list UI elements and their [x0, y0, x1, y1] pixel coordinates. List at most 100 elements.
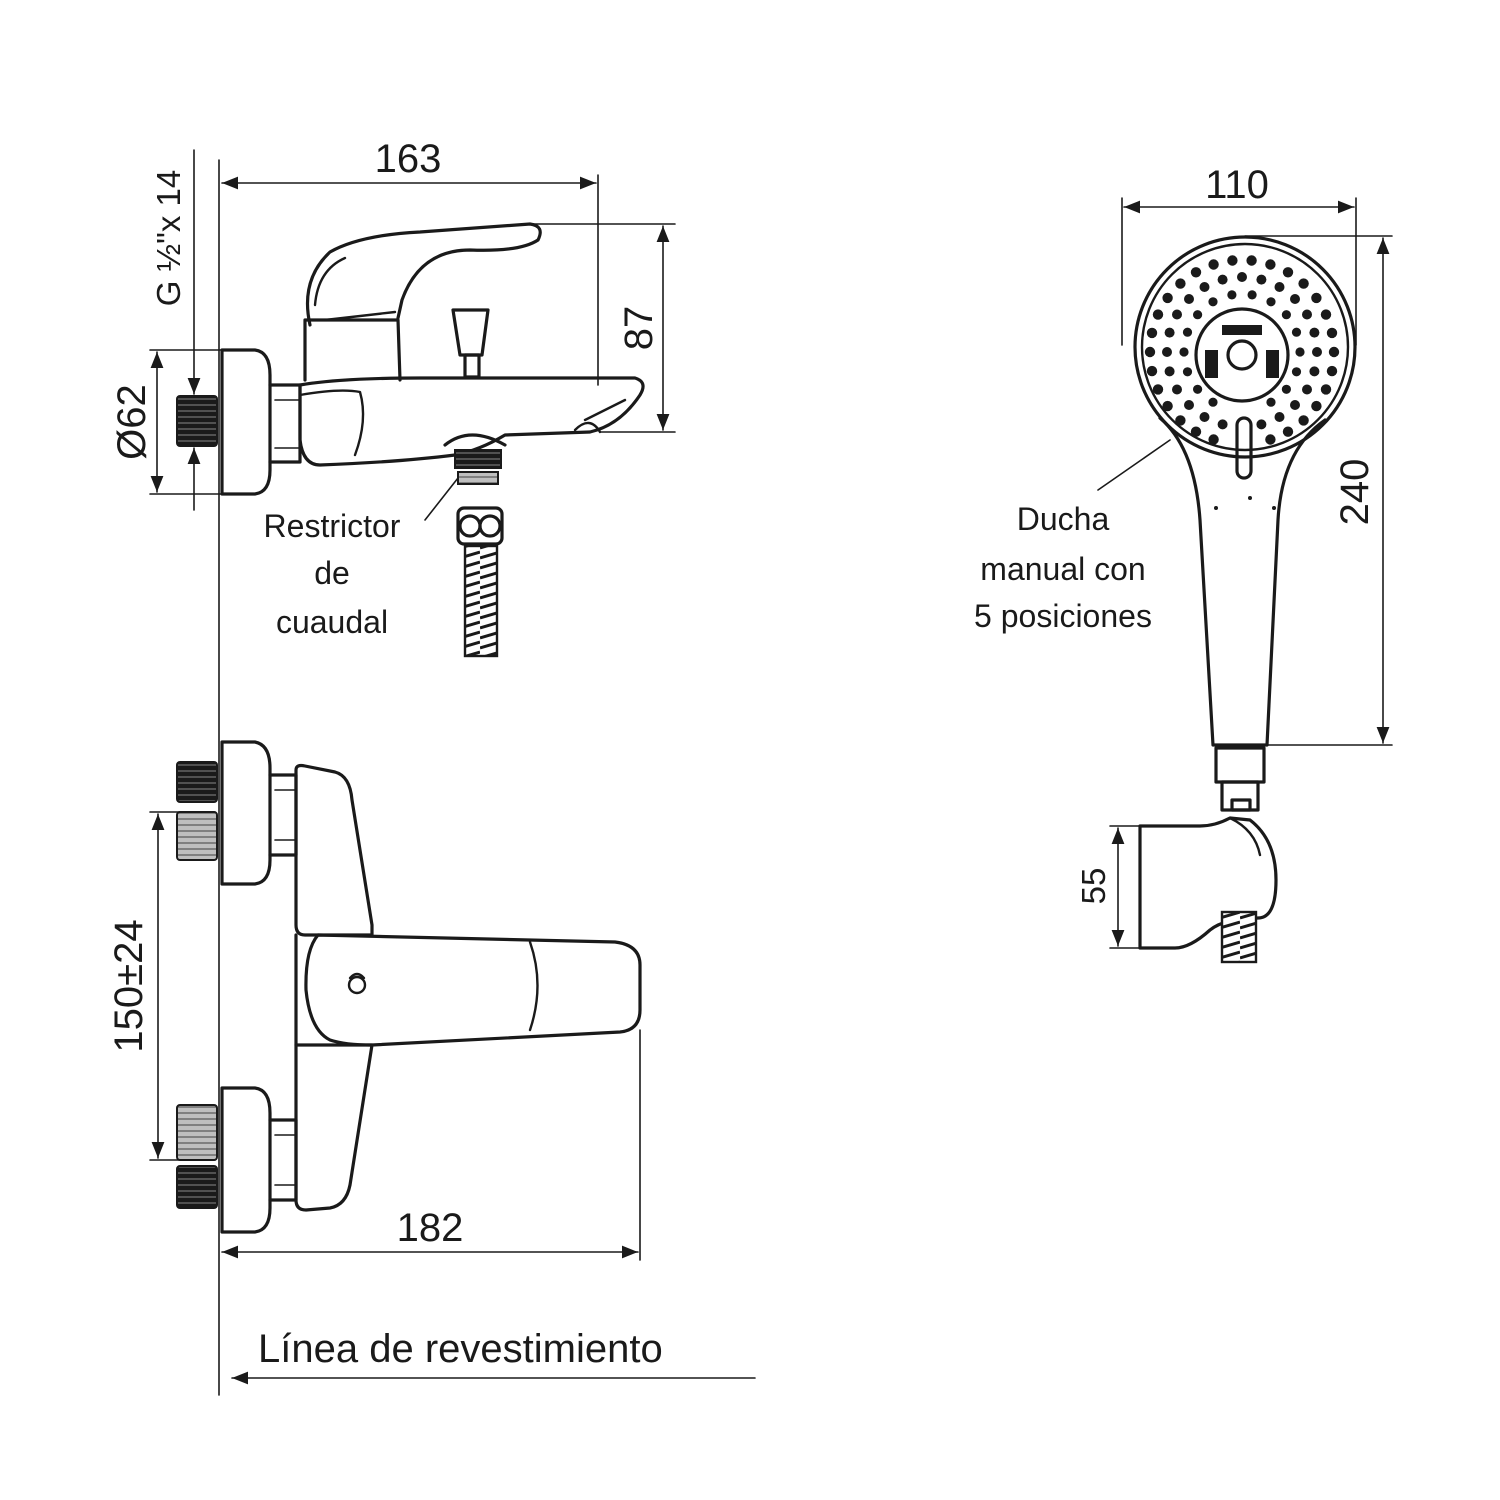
nozzle-dot — [1320, 384, 1332, 395]
hand-shower — [1097, 235, 1357, 964]
nozzle-dot — [1190, 426, 1202, 437]
dim-240-label: 240 — [1333, 459, 1377, 526]
dim-diameter: Ø62 — [110, 349, 223, 495]
shower-nozzles — [1144, 255, 1340, 445]
dim-thread: G ½"x 14 — [150, 149, 201, 511]
dim-163: 163 — [221, 137, 599, 386]
nozzle-dot — [1274, 282, 1285, 292]
nozzle-dot — [1302, 384, 1312, 395]
nozzle-dot — [1184, 400, 1194, 410]
svg-text:cuaudal: cuaudal — [276, 604, 388, 640]
nozzle-dot — [1290, 294, 1300, 304]
nozzle-dot — [1291, 367, 1302, 377]
shower-label: Ducha manual con 5 posiciones — [974, 501, 1152, 634]
nozzle-dot — [1290, 400, 1300, 410]
nozzle-dot — [1190, 267, 1202, 278]
nozzle-dot — [1144, 346, 1156, 358]
dim-55-label: 55 — [1075, 868, 1112, 905]
nozzle-dot — [1237, 272, 1247, 282]
nozzle-dot — [1266, 297, 1276, 307]
nozzle-dot — [1175, 415, 1186, 426]
nozzle-dot — [1256, 419, 1267, 430]
nozzle-dot — [1208, 297, 1218, 307]
dim-110-label: 110 — [1205, 163, 1269, 207]
svg-text:de: de — [314, 555, 350, 591]
nozzle-dot — [1172, 384, 1182, 395]
nozzle-dot — [1199, 282, 1210, 292]
nozzle-dot — [1208, 397, 1218, 407]
nozzle-dot — [1298, 415, 1309, 426]
nozzle-dot — [1152, 384, 1164, 395]
nozzle-dot — [1184, 294, 1194, 304]
nozzle-dot — [1227, 290, 1237, 300]
mixer-front-view — [176, 740, 642, 1234]
dim-110: 110 — [1121, 163, 1357, 346]
dim-182: 182 — [221, 1029, 641, 1261]
nozzle-dot — [1162, 400, 1173, 412]
dim-150-label: 150±24 — [107, 919, 151, 1052]
nozzle-dot — [1309, 327, 1320, 338]
dim-163-label: 163 — [375, 137, 442, 181]
nozzle-dot — [1328, 346, 1340, 358]
nozzle-dot — [1162, 292, 1173, 304]
nozzle-dot — [1282, 426, 1294, 437]
dim-thread-label: G ½"x 14 — [150, 170, 187, 306]
svg-text:5 posiciones: 5 posiciones — [974, 598, 1152, 634]
nozzle-dot — [1256, 274, 1267, 285]
nozzle-dot — [1266, 397, 1276, 407]
nozzle-dot — [1265, 259, 1276, 270]
nozzle-dot — [1311, 400, 1322, 412]
nozzle-dot — [1291, 327, 1302, 337]
nozzle-dot — [1217, 274, 1228, 285]
dim-87-label: 87 — [617, 306, 661, 351]
nozzle-dot — [1326, 365, 1338, 377]
svg-text:Restrictor: Restrictor — [264, 508, 401, 544]
nozzle-dot — [1295, 347, 1305, 357]
svg-text:Línea de revestimiento: Línea de revestimiento — [258, 1327, 663, 1371]
nozzle-dot — [1193, 310, 1203, 320]
nozzle-dot — [1282, 267, 1294, 278]
mixer-side-view — [176, 222, 645, 658]
nozzle-dot — [1246, 255, 1257, 266]
nozzle-dot — [1227, 255, 1238, 266]
nozzle-dot — [1265, 434, 1276, 445]
nozzle-dot — [1326, 327, 1338, 339]
nozzle-dot — [1199, 412, 1210, 422]
nozzle-dot — [1208, 434, 1219, 445]
nozzle-dot — [1162, 347, 1172, 357]
nozzle-dot — [1152, 309, 1164, 320]
nozzle-dot — [1281, 384, 1291, 394]
nozzle-dot — [1146, 365, 1158, 377]
nozzle-dot — [1182, 327, 1193, 337]
nozzle-dot — [1146, 327, 1158, 339]
nozzle-dot — [1247, 290, 1257, 300]
nozzle-dot — [1164, 366, 1175, 377]
nozzle-dot — [1311, 292, 1322, 304]
nozzle-dot — [1274, 412, 1285, 422]
nozzle-dot — [1208, 259, 1219, 270]
nozzle-dot — [1309, 366, 1320, 377]
dim-150: 150±24 — [107, 811, 216, 1161]
nozzle-dot — [1281, 310, 1291, 320]
coating-line-label: Línea de revestimiento — [231, 1327, 756, 1385]
dim-diameter-label: Ø62 — [110, 384, 154, 460]
nozzle-dot — [1193, 384, 1203, 394]
nozzle-dot — [1217, 419, 1228, 430]
nozzle-dot — [1172, 309, 1182, 320]
nozzle-dot — [1179, 347, 1189, 357]
dim-55: 55 — [1075, 825, 1141, 949]
dim-240: 240 — [1244, 235, 1393, 746]
nozzle-dot — [1320, 309, 1332, 320]
nozzle-dot — [1175, 278, 1186, 289]
nozzle-dot — [1298, 278, 1309, 289]
svg-text:manual con: manual con — [980, 551, 1145, 587]
nozzle-dot — [1182, 367, 1193, 377]
nozzle-dot — [1302, 309, 1312, 320]
dim-182-label: 182 — [397, 1206, 464, 1250]
restrictor-label: Restrictor de cuaudal — [264, 508, 401, 640]
dim-87: 87 — [527, 223, 676, 433]
nozzle-dot — [1164, 327, 1175, 338]
nozzle-dot — [1312, 347, 1322, 357]
svg-text:Ducha: Ducha — [1017, 501, 1110, 537]
